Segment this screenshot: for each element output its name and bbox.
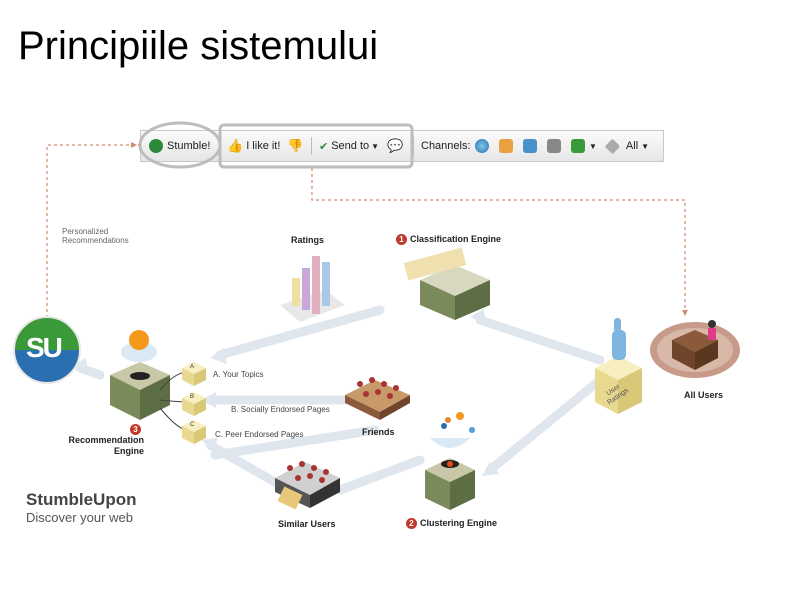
speech-bubble-icon: 💬 <box>387 138 404 153</box>
su-logo-text: SU <box>26 332 63 363</box>
send-icon: ✔ <box>319 140 329 153</box>
clustering-engine-illustration <box>425 412 475 510</box>
stumbleupon-icon <box>149 139 163 153</box>
stumble-button[interactable]: Stumble! <box>149 131 210 161</box>
people-icon[interactable] <box>499 139 513 153</box>
recommendation-engine-illustration <box>110 330 170 420</box>
send-label: Send to <box>331 140 370 152</box>
chevron-down-icon[interactable]: ▼ <box>641 141 650 151</box>
like-label: I like it! <box>246 140 281 152</box>
socially-endorsed-label: B. Socially Endorsed Pages <box>231 405 330 414</box>
flow-arrows <box>75 305 605 495</box>
all-channels-label[interactable]: All <box>625 140 639 152</box>
friends-label: Friends <box>362 427 395 437</box>
news-icon[interactable] <box>523 139 537 153</box>
user-ratings-label: User Ratings <box>605 383 630 407</box>
shuffle-icon[interactable] <box>571 139 585 153</box>
all-users-illustration <box>650 320 740 378</box>
box-a-letter: A <box>190 364 195 370</box>
thumbs-up-icon: 👍 <box>227 138 244 153</box>
wires <box>159 371 189 431</box>
tv-icon[interactable] <box>547 139 561 153</box>
send-to-button[interactable]: ✔ Send to ▼ <box>319 131 379 161</box>
channels-icons: ▼ All ▼ <box>475 131 649 161</box>
ratings-label: Ratings <box>291 235 325 245</box>
peer-endorsed-label: C. Peer Endorsed Pages <box>215 430 304 439</box>
slide-title: Principiile sistemului <box>18 24 379 68</box>
thumbs-down-icon: 👎 <box>287 138 304 153</box>
stumble-label: Stumble! <box>167 140 211 152</box>
box-b-letter: B <box>190 394 195 400</box>
like-button[interactable]: 👍 I like it! <box>227 131 280 161</box>
dislike-button[interactable]: 👎 <box>287 131 303 161</box>
all-users-label: All Users <box>684 390 724 400</box>
personalized-recommendations-label: Personalized Recommendations <box>62 227 129 245</box>
topic-boxes <box>182 362 206 444</box>
channels-label: Channels: <box>421 140 471 152</box>
similar-users-illustration <box>275 461 340 510</box>
classification-engine-illustration <box>403 247 490 320</box>
ratings-chart-illustration <box>280 256 345 322</box>
recommendation-number: 3 <box>130 424 141 436</box>
tag-icon[interactable] <box>604 138 621 154</box>
comment-button[interactable]: 💬 <box>387 131 403 161</box>
your-topics-label: A. Your Topics <box>213 370 264 379</box>
friends-illustration <box>345 377 410 420</box>
stumbleupon-brand: StumbleUpon <box>26 490 137 509</box>
clustering-number: 2 <box>406 518 417 530</box>
chevron-down-icon[interactable]: ▼ <box>589 141 597 151</box>
similar-users-label: Similar Users <box>278 519 336 529</box>
classification-number: 1 <box>396 234 407 246</box>
stumbleupon-toolbar: Stumble! 👍 I like it! 👎 ✔ Send to ▼ 💬 Ch… <box>140 130 664 162</box>
stumbleupon-tagline: Discover your web <box>26 510 133 525</box>
globe-icon[interactable] <box>475 139 489 153</box>
chevron-down-icon: ▼ <box>371 141 380 151</box>
recommendation-engine-label: 3 Recommendation Engine <box>68 424 144 457</box>
box-c-letter: C <box>190 422 195 428</box>
